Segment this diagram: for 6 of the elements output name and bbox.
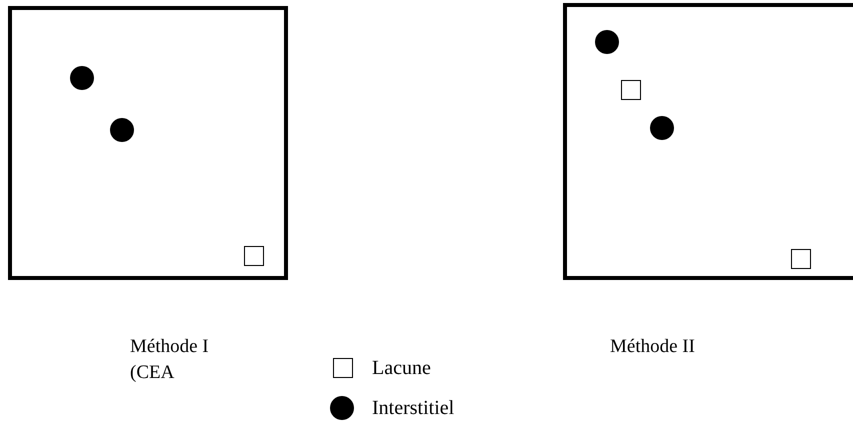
simulation-cell bbox=[563, 3, 853, 280]
legend-label: Interstitiel bbox=[372, 396, 454, 420]
node-label: Méthode II bbox=[610, 335, 696, 359]
legend-label: Lacune bbox=[372, 356, 431, 380]
node-label: Méthode I (CEA bbox=[130, 335, 210, 385]
simulation-cell bbox=[8, 6, 288, 280]
